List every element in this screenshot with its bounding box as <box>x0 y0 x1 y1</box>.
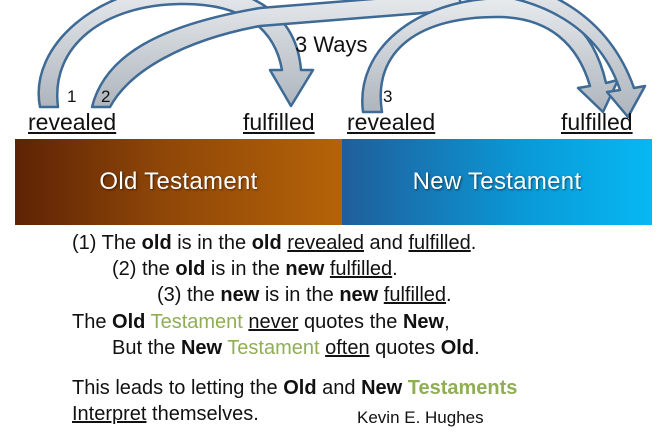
author-credit: Kevin E. Hughes <box>357 408 484 427</box>
statement-7: Interpret themselves. <box>72 403 259 425</box>
arrow-number-3: 3 <box>383 87 393 106</box>
old-testament-label: Old Testament <box>99 168 258 195</box>
statement-4: The Old Testament never quotes the New, <box>72 311 450 333</box>
arrow-2-head <box>513 0 647 119</box>
arrow-3 <box>361 0 620 114</box>
new-testament-label: New Testament <box>412 168 582 195</box>
arrow-1 <box>37 0 315 109</box>
arrow-2 <box>90 0 462 109</box>
arrow-number-1: 1 <box>67 87 77 106</box>
statement-3: (3) the new is in the new fulfilled. <box>157 284 452 306</box>
arrow-diagram <box>37 0 647 119</box>
new-testament-band: New Testament <box>342 139 652 225</box>
statement-6: This leads to letting the Old and New Te… <box>72 377 518 399</box>
statement-2: (2) the old is in the new fulfilled. <box>112 258 398 280</box>
statement-1: (1) The old is in the old revealed and f… <box>72 232 477 254</box>
new-fulfilled-label: fulfilled <box>561 109 633 135</box>
old-testament-band: Old Testament <box>15 139 342 225</box>
old-revealed-label: revealed <box>28 109 117 135</box>
statement-5: But the New Testament often quotes Old. <box>112 337 480 359</box>
new-revealed-label: revealed <box>347 109 436 135</box>
arrow-number-2: 2 <box>101 87 111 106</box>
diagram-title: 3 Ways <box>295 32 368 57</box>
old-fulfilled-label: fulfilled <box>243 109 315 135</box>
